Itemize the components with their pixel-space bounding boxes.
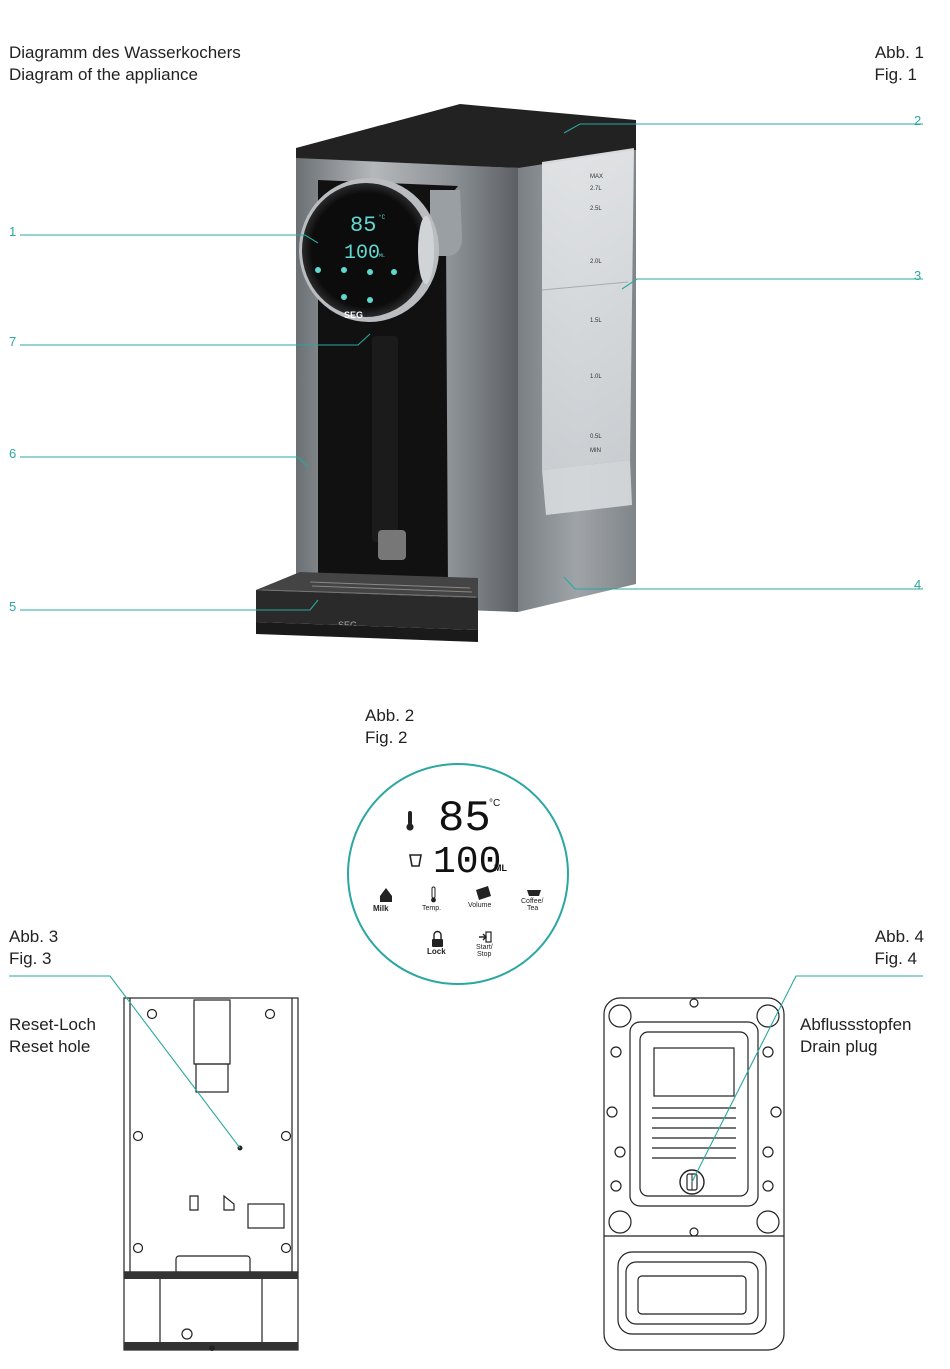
- start-icon: [479, 932, 491, 942]
- display-temp-value: 85: [438, 794, 491, 844]
- fig4-label-de: Abb. 4: [875, 926, 924, 948]
- display-circle: [348, 764, 568, 984]
- fig3-part-en: Reset hole: [9, 1036, 90, 1058]
- coffee-tea-button[interactable]: Coffee/ Tea: [521, 890, 543, 912]
- thermometer-icon: [406, 811, 413, 831]
- display-volume-value: 100: [433, 841, 501, 884]
- spout: [372, 336, 398, 542]
- fig1-appliance-drawing: MAX 2.7L 2.5L 2.0L 1.5L 1.0L 0.5L MIN SE…: [0, 0, 950, 700]
- upper-bracket: [194, 1000, 230, 1064]
- leader-3: [622, 279, 923, 289]
- leader-1: [20, 235, 318, 243]
- fig2-label-de: Abb. 2: [365, 705, 414, 727]
- water-tank: [542, 148, 634, 470]
- fig4-label-en: Fig. 4: [874, 948, 917, 970]
- drain-plug: [680, 1170, 704, 1194]
- temp-icon: [431, 887, 436, 902]
- back-panel: [124, 998, 298, 1272]
- scale-min: MIN: [590, 448, 601, 454]
- lock-label: Lock: [427, 947, 446, 956]
- scale-27: 2.7L: [590, 186, 602, 192]
- start-label: Start/: [476, 944, 493, 951]
- fig3-part-de: Reset-Loch: [9, 1014, 96, 1036]
- tea-label: Tea: [527, 905, 538, 912]
- dial-brand: SEG: [344, 310, 363, 320]
- reset-hole: [238, 1146, 243, 1151]
- base-block: [124, 1272, 298, 1350]
- fig3-label-de: Abb. 3: [9, 926, 58, 948]
- temp-label: Temp.: [422, 905, 441, 912]
- scale-max: MAX: [590, 174, 603, 180]
- milk-icon: [380, 888, 392, 902]
- dial-volume-value: 100: [344, 242, 380, 265]
- milk-label: Milk: [373, 904, 389, 913]
- scale-15: 1.5L: [590, 318, 602, 324]
- vent-slots: [652, 1108, 736, 1158]
- coffee-label: Coffee/: [521, 898, 543, 905]
- leader-reset: [9, 976, 240, 1148]
- volume-icon: [476, 886, 491, 900]
- dial-volume-unit: ML: [379, 253, 385, 259]
- volume-label: Volume: [468, 902, 491, 909]
- temp-button[interactable]: Temp.: [422, 887, 441, 912]
- fig2-label-en: Fig. 2: [365, 727, 408, 749]
- scale-05: 0.5L: [590, 434, 602, 440]
- scale-20: 2.0L: [590, 259, 602, 265]
- display-volume-unit: ML: [494, 863, 507, 873]
- coffee-icon: [527, 890, 541, 896]
- fig3-label-en: Fig. 3: [9, 948, 52, 970]
- scale-25: 2.5L: [590, 206, 602, 212]
- scale-10: 1.0L: [590, 374, 602, 380]
- volume-button[interactable]: Volume: [468, 886, 491, 909]
- dial-temp-value: 85: [350, 213, 376, 238]
- lock-icon: [432, 932, 443, 947]
- fig4-part-en: Drain plug: [800, 1036, 878, 1058]
- label-plate: [654, 1048, 734, 1096]
- milk-button[interactable]: Milk: [373, 888, 392, 913]
- leader-6: [20, 457, 308, 467]
- cup-icon: [410, 855, 421, 866]
- display-temp-unit: °C: [489, 798, 500, 809]
- start-stop-button[interactable]: Start/ Stop: [476, 932, 493, 958]
- leader-drain: [692, 976, 923, 1182]
- stop-label: Stop: [477, 951, 492, 958]
- fig4-part-de: Abflussstopfen: [800, 1014, 912, 1036]
- lock-button[interactable]: Lock: [427, 932, 446, 956]
- dial-temp-unit: °C: [378, 214, 386, 221]
- bottom-outline: [604, 998, 784, 1350]
